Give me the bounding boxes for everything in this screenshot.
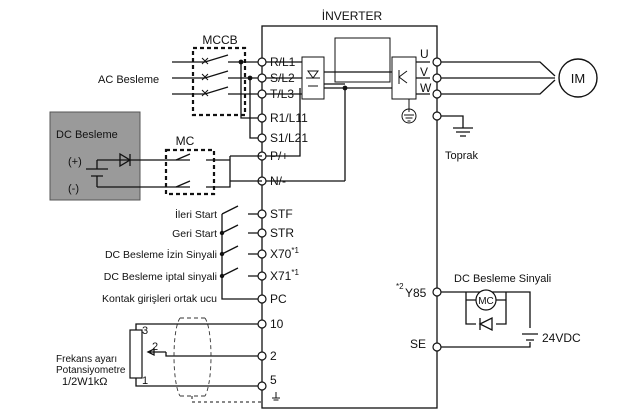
terminal-w[interactable]	[432, 89, 442, 99]
terminal-2[interactable]	[257, 351, 267, 361]
ac-supply-label: AC Besleme	[98, 74, 159, 86]
label-5: 5	[270, 373, 277, 387]
pot-label-3: 1/2W1kΩ	[62, 376, 108, 388]
shielded-cable	[173, 317, 212, 397]
label-r1-l11: R1/L11	[270, 111, 308, 125]
label-stf: STF	[270, 207, 293, 221]
dc-supply-label: DC Besleme	[56, 129, 118, 141]
input-label-forward: İleri Start	[175, 208, 217, 221]
label-v: V	[420, 65, 428, 79]
pot-pin-3: 3	[142, 325, 148, 337]
y85-note: *2	[396, 282, 404, 291]
dc-signal-label: DC Besleme Sinyali	[454, 273, 551, 285]
input-label-dc-cancel: DC Besleme iptal sinyali	[104, 271, 217, 283]
dc-plus-label: (+)	[68, 156, 82, 168]
mc-box	[164, 148, 216, 196]
inverter-symbol	[398, 70, 408, 84]
label-w: W	[420, 81, 432, 95]
pot-pin-1: 1	[142, 375, 148, 387]
power-terminals	[257, 57, 267, 186]
motor-label: IM	[571, 71, 585, 86]
mccb-label: MCCB	[202, 33, 237, 47]
mc-contacts	[175, 153, 191, 188]
flyback-diode	[478, 316, 493, 332]
terminal-s1-l21[interactable]	[257, 133, 267, 143]
ground-label: Toprak	[445, 150, 479, 162]
label-x70-name: X70	[270, 247, 292, 261]
label-2: 2	[270, 349, 277, 363]
label-str: STR	[270, 226, 294, 240]
inverter-block	[391, 56, 417, 100]
terminal-5[interactable]	[257, 381, 267, 391]
label-y85: Y85	[405, 286, 427, 300]
potentiometer-resistor	[129, 329, 143, 379]
label-10: 10	[270, 317, 284, 331]
label-s1-l21: S1/L21	[270, 131, 308, 145]
dc-battery-symbol	[86, 159, 140, 188]
terminal-u[interactable]	[432, 57, 442, 67]
dc-bus-lines	[324, 71, 392, 181]
smoothing-block	[334, 37, 391, 83]
inverter-title: İNVERTER	[322, 9, 383, 23]
terminal-y85[interactable]	[432, 287, 442, 297]
terminal-str[interactable]	[257, 228, 267, 238]
input-label-common: Kontak girişleri ortak ucu	[102, 293, 217, 305]
label-x70-note: *1	[291, 246, 299, 255]
dc-minus-label: (-)	[68, 183, 79, 195]
ground-symbol	[441, 115, 473, 137]
dc-supply-box	[49, 111, 141, 201]
input-contacts	[221, 205, 262, 277]
label-se: SE	[410, 337, 426, 351]
motor-symbol	[558, 58, 598, 98]
terminal-stf[interactable]	[257, 209, 267, 219]
rectifier-symbol	[306, 70, 320, 87]
terminal-se[interactable]	[432, 342, 442, 352]
pot-pin-2: 2	[152, 341, 158, 353]
label-x71-name: X71	[270, 269, 292, 283]
terminal-x71[interactable]	[257, 271, 267, 281]
potentiometer-wiper	[146, 347, 166, 357]
input-label-reverse: Geri Start	[172, 228, 217, 240]
input-common-bus	[221, 214, 262, 300]
terminal-r1-l11[interactable]	[257, 113, 267, 123]
terminal-t-l3[interactable]	[257, 89, 267, 99]
vdc-battery	[522, 333, 538, 341]
terminal-s-l2[interactable]	[257, 73, 267, 83]
terminal-pc[interactable]	[257, 294, 267, 304]
terminal-earth[interactable]	[432, 111, 442, 121]
pot-label-2: Potansiyometre	[56, 365, 126, 376]
mccb-contacts	[172, 54, 262, 95]
relay-coil-label: MC	[478, 296, 494, 307]
input-label-dc-enable: DC Besleme İzin Sinyali	[105, 248, 217, 261]
terminal-v[interactable]	[432, 73, 442, 83]
label-x71: X71*1	[270, 268, 299, 283]
label-u: U	[420, 47, 429, 61]
terminal-10[interactable]	[257, 319, 267, 329]
mc-label: MC	[176, 134, 195, 148]
terminal-x70[interactable]	[257, 249, 267, 259]
vdc-label: 24VDC	[542, 331, 581, 345]
label-pc: PC	[270, 292, 287, 306]
terminal-r-l1[interactable]	[257, 57, 267, 67]
dc-diode	[119, 152, 132, 168]
label-x71-note: *1	[291, 268, 299, 277]
label-x70: X70*1	[270, 246, 299, 261]
mccb-box	[191, 46, 247, 117]
pot-label-1: Frekans ayarı	[56, 354, 117, 365]
